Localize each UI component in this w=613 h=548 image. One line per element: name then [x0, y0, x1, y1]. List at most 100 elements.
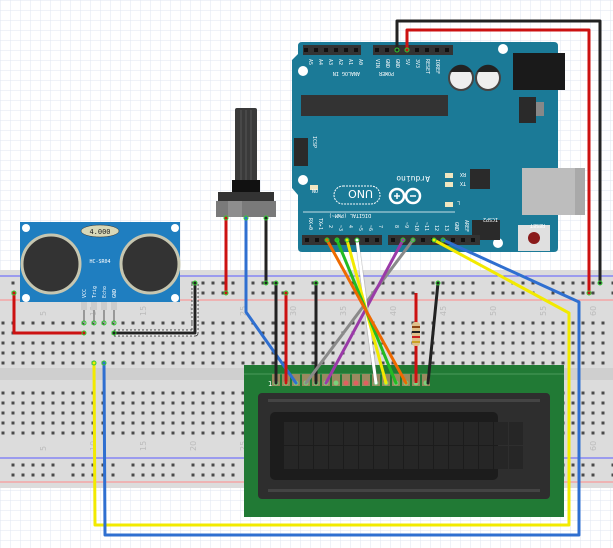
lcd-char-cell	[434, 446, 448, 469]
terminal-hole	[291, 331, 295, 335]
terminal-hole	[521, 341, 525, 345]
connection-point	[410, 237, 416, 243]
terminal-hole	[601, 351, 605, 355]
power-jack	[513, 53, 565, 90]
lcd-module[interactable]: 1	[244, 365, 564, 517]
terminal-hole	[431, 351, 435, 355]
terminal-hole	[271, 341, 275, 345]
reset-button-cap[interactable]	[528, 232, 540, 244]
arduino-uno[interactable]: A5 A4 A3 A2 A1 A0 ANALOG IN VIN GND GND …	[292, 42, 585, 252]
pin-label: A0	[357, 59, 363, 65]
terminal-hole	[161, 421, 165, 425]
icsp-label: ICSP	[311, 136, 317, 148]
terminal-hole	[1, 421, 5, 425]
wire-lcd-k[interactable]	[426, 281, 440, 385]
terminal-hole	[591, 341, 595, 345]
wire-trig[interactable]	[92, 238, 571, 527]
pin-label: GND	[394, 59, 400, 68]
wire-gnd-to-rail[interactable]	[395, 19, 602, 285]
header-pin	[425, 48, 429, 52]
arduino-infinity-logo	[388, 187, 422, 205]
connection-point	[586, 290, 592, 296]
terminal-hole	[131, 411, 135, 415]
terminal-hole	[521, 351, 525, 355]
terminal-hole	[211, 361, 215, 365]
terminal-hole	[421, 361, 425, 365]
terminal-hole	[331, 351, 335, 355]
terminal-hole	[271, 351, 275, 355]
rail-hole	[401, 291, 405, 295]
lcd-char-cell	[359, 422, 373, 445]
hc-sr04-sensor[interactable]: 4.000 HC-SR04 VCC Trig Echo GND	[20, 222, 181, 302]
terminal-hole	[121, 421, 125, 425]
pin-label: ~10	[413, 222, 419, 231]
terminal-hole	[141, 401, 145, 405]
wire-5v-to-rail[interactable]	[405, 28, 591, 295]
terminal-hole	[591, 321, 595, 325]
terminal-hole	[581, 341, 585, 345]
potentiometer[interactable]	[216, 108, 276, 217]
terminal-hole	[191, 411, 195, 415]
lcd-pin1-label: 1	[268, 380, 272, 388]
rail-hole	[581, 281, 585, 285]
terminal-hole	[61, 391, 65, 395]
analog-header	[303, 45, 361, 55]
wire-sensor-vcc[interactable]	[12, 291, 86, 335]
pin-label: AREF	[463, 220, 469, 232]
sensor-pin-label-vcc: VCC	[82, 289, 88, 298]
wire-pot-wiper[interactable]	[244, 216, 298, 385]
terminal-hole	[311, 331, 315, 335]
wire-sensor-gnd-selected[interactable]	[112, 281, 197, 335]
wire-lcd-rs[interactable]	[304, 238, 415, 385]
terminal-hole	[501, 361, 505, 365]
terminal-hole	[451, 331, 455, 335]
terminal-hole	[221, 361, 225, 365]
lcd-char-cell	[464, 422, 478, 445]
terminal-hole	[141, 321, 145, 325]
rail-hole	[231, 291, 235, 295]
terminal-hole	[171, 341, 175, 345]
rail-hole	[91, 463, 95, 467]
rail-hole	[341, 281, 345, 285]
lcd-bezel-bottom-slot	[268, 489, 540, 492]
terminal-hole	[61, 411, 65, 415]
rail-hole	[161, 473, 165, 477]
terminal-hole	[601, 431, 605, 435]
terminal-hole	[481, 351, 485, 355]
terminal-hole	[421, 351, 425, 355]
sensor-leg	[91, 302, 97, 310]
rail-hole	[211, 291, 215, 295]
terminal-hole	[61, 401, 65, 405]
terminal-hole	[21, 401, 25, 405]
terminal-hole	[571, 321, 575, 325]
terminal-hole	[591, 431, 595, 435]
rail-hole	[31, 463, 35, 467]
terminal-hole	[171, 431, 175, 435]
terminal-hole	[241, 411, 245, 415]
rail-hole	[71, 463, 75, 467]
lcd-pin	[363, 380, 369, 386]
rail-hole	[581, 463, 585, 467]
wire-lcd-d7[interactable]	[325, 238, 408, 385]
sensor-leg	[101, 302, 107, 310]
tx-label: TX	[460, 180, 466, 186]
terminal-hole	[331, 331, 335, 335]
terminal-hole	[511, 351, 515, 355]
wire-echo[interactable]	[102, 238, 581, 537]
digital-label: DIGITAL (PWM~)	[329, 212, 371, 218]
terminal-hole	[51, 391, 55, 395]
terminal-hole	[41, 351, 45, 355]
terminal-hole	[21, 411, 25, 415]
wire-lcd-e[interactable]	[324, 238, 405, 385]
capacitor-top	[450, 64, 472, 72]
terminal-hole	[21, 341, 25, 345]
terminal-hole	[581, 321, 585, 325]
rail-hole	[221, 291, 225, 295]
terminal-hole	[221, 431, 225, 435]
terminal-hole	[491, 331, 495, 335]
lcd-char-cell	[359, 446, 373, 469]
resistor[interactable]	[412, 293, 420, 383]
terminal-hole	[561, 331, 565, 335]
terminal-hole	[1, 351, 5, 355]
lcd-char-cell	[404, 446, 418, 469]
